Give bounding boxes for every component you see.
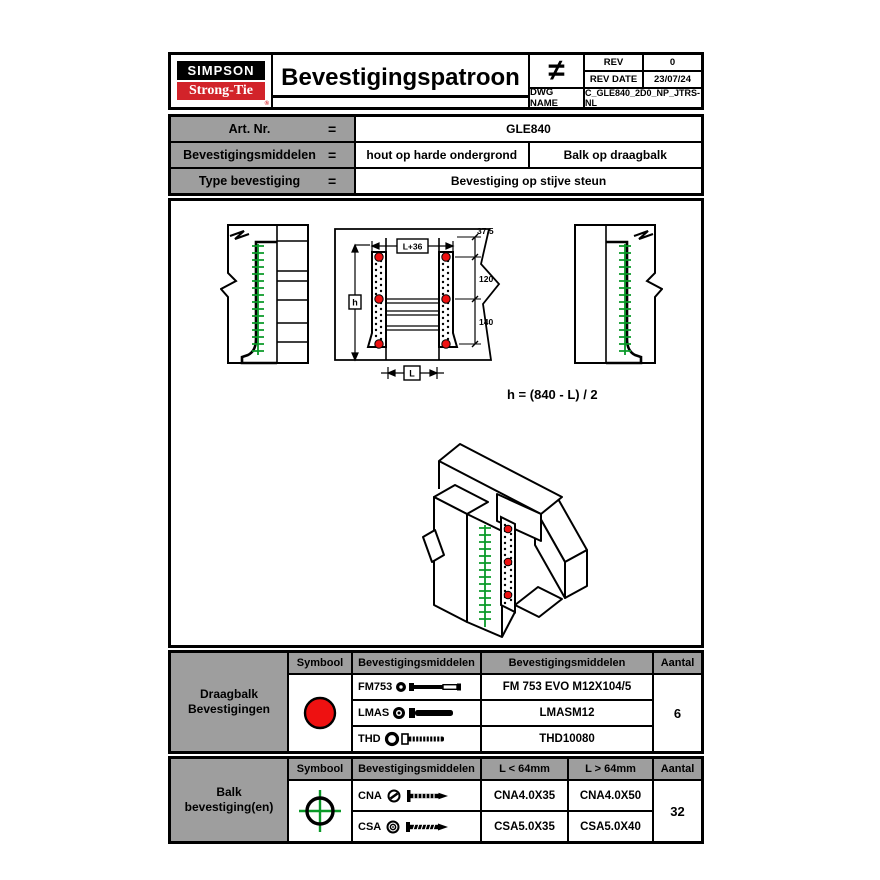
not-equal-icon: ≠ [530, 55, 583, 88]
sheet-title-cell: Bevestigingspatroon [273, 55, 528, 107]
col-header-fasteners: Bevestigingsmiddelen [353, 653, 480, 673]
info-table: Art. Nr. = GLE840 Bevestigingsmiddelen =… [168, 114, 704, 196]
col-header-symbool: Symbool [289, 759, 351, 779]
art-nr-label-cell: Art. Nr. = [171, 117, 354, 141]
thd-anchor-icon [384, 731, 444, 747]
fasteners-value-1: hout op harde ondergrond [356, 143, 528, 167]
product-long: CSA5.0X40 [569, 812, 652, 841]
rev-value: 0 [644, 55, 701, 71]
equals-sign: = [328, 173, 337, 189]
dim-right-chain [455, 233, 481, 348]
balk-row-label: Balk bevestiging(en) [171, 759, 287, 841]
dim-beam-width [381, 365, 444, 381]
break-mark-icon [633, 230, 654, 240]
right-side-view-drawing [574, 224, 663, 365]
fastener-code: CSA [358, 820, 382, 833]
screw-row-icon [619, 244, 631, 355]
fastener-row-thd: THD [353, 727, 480, 751]
height-formula: h = (840 - L) / 2 [507, 387, 598, 402]
type-label: Type bevestiging [198, 174, 301, 188]
registered-mark: ® [264, 100, 269, 107]
fastener-row-csa: CSA [353, 812, 480, 841]
fastener-code: THD [358, 733, 381, 745]
product-short: CSA5.0X35 [482, 812, 567, 841]
hanger-bracket-outline [240, 240, 277, 365]
dim-spacing2-label: 140 [479, 317, 493, 327]
fm753-bolt-icon [396, 682, 462, 692]
col-header-fasteners: Bevestigingsmiddelen [353, 759, 480, 779]
screw-row-icon [252, 244, 264, 355]
dwg-name-value: C_GLE840_2D0_NP_JTRS-NL [585, 89, 701, 107]
fastener-row-fm753: FM753 [353, 675, 480, 699]
rev-label: REV [585, 55, 642, 71]
balk-count: 32 [654, 781, 701, 841]
dim-beam-width-label: L [409, 369, 415, 379]
product-name: THD10080 [482, 727, 652, 751]
product-short: CNA4.0X35 [482, 781, 567, 810]
fasteners-label-cell: Bevestigingsmiddelen = [171, 143, 354, 167]
red-circle-marker-icon [303, 696, 337, 730]
break-mark-icon [229, 230, 250, 240]
fastener-row-lmas: LMAS [353, 701, 480, 725]
fastener-code: FM753 [358, 681, 393, 693]
logo-strongtie-text: Strong-Tie [177, 82, 265, 101]
dim-height [348, 243, 370, 362]
type-value: Bevestiging op stijve steun [356, 169, 701, 193]
bolt-position-markers [503, 524, 513, 600]
col-header-short: L < 64mm [482, 759, 567, 779]
product-long: CNA4.0X50 [569, 781, 652, 810]
col-header-symbool: Symbool [289, 653, 351, 673]
product-name: LMASM12 [482, 701, 652, 725]
fastener-code: LMAS [358, 707, 390, 719]
left-side-view-drawing [220, 224, 309, 365]
csa-screw-icon [386, 820, 449, 833]
equals-sign: = [328, 147, 337, 163]
dim-offset-label: 37.5 [477, 226, 494, 236]
rev-date-label: REV DATE [585, 72, 642, 88]
art-nr-label: Art. Nr. [228, 122, 271, 136]
hanger-bracket-outline [606, 240, 643, 365]
col-header-aantal: Aantal [654, 759, 701, 779]
drawing-area: L+36 37.5 120 140 h [168, 198, 704, 648]
dim-top-width-label: L+36 [403, 242, 423, 252]
col-header-fasteners2: Bevestigingsmiddelen [482, 653, 652, 673]
fasteners-label: Bevestigingsmiddelen [183, 148, 316, 162]
dim-height-label: h [352, 298, 358, 308]
screw-row-icon [479, 525, 491, 627]
cna-nail-icon [387, 789, 448, 802]
draagbalk-symbol-cell [289, 675, 351, 751]
art-nr-value: GLE840 [356, 117, 701, 141]
page-title: Bevestigingspatroon [273, 64, 528, 98]
draagbalk-row-label: Draagbalk Bevestigingen [171, 653, 287, 751]
dwg-name-label: DWG NAME [530, 89, 583, 107]
balk-symbol-cell [289, 781, 351, 841]
bolt-position-markers [374, 252, 451, 349]
col-header-long: L > 64mm [569, 759, 652, 779]
dim-spacing1-label: 120 [479, 274, 493, 284]
lmas-bolt-icon [393, 707, 454, 719]
simpson-strongtie-logo: SIMPSON Strong-Tie ® [171, 55, 271, 107]
title-block: SIMPSON Strong-Tie ® Bevestigingspatroon… [168, 52, 704, 110]
fastener-row-cna: CNA [353, 781, 480, 810]
fasteners-value-2: Balk op draagbalk [529, 143, 701, 167]
front-view-drawing: L+36 37.5 120 140 h [334, 226, 501, 381]
balk-fasteners-table: Balk bevestiging(en) Symbool Bevestiging… [168, 756, 704, 844]
draagbalk-count: 6 [654, 675, 701, 751]
fasteners-value-row: hout op harde ondergrond Balk op draagba… [356, 143, 701, 167]
isometric-view-drawing [422, 443, 588, 638]
drawing-sheet: SIMPSON Strong-Tie ® Bevestigingspatroon… [168, 52, 710, 844]
rev-date-value: 23/07/24 [644, 72, 701, 88]
dim-top-width [370, 238, 455, 254]
draagbalk-fasteners-table: Draagbalk Bevestigingen Symbool Bevestig… [168, 650, 704, 754]
product-name: FM 753 EVO M12X104/5 [482, 675, 652, 699]
logo-simpson-text: SIMPSON [177, 61, 265, 81]
col-header-aantal: Aantal [654, 653, 701, 673]
equals-sign: = [328, 121, 337, 137]
type-label-cell: Type bevestiging = [171, 169, 354, 193]
crosshair-marker-icon [299, 790, 341, 832]
fastener-code: CNA [358, 789, 382, 802]
